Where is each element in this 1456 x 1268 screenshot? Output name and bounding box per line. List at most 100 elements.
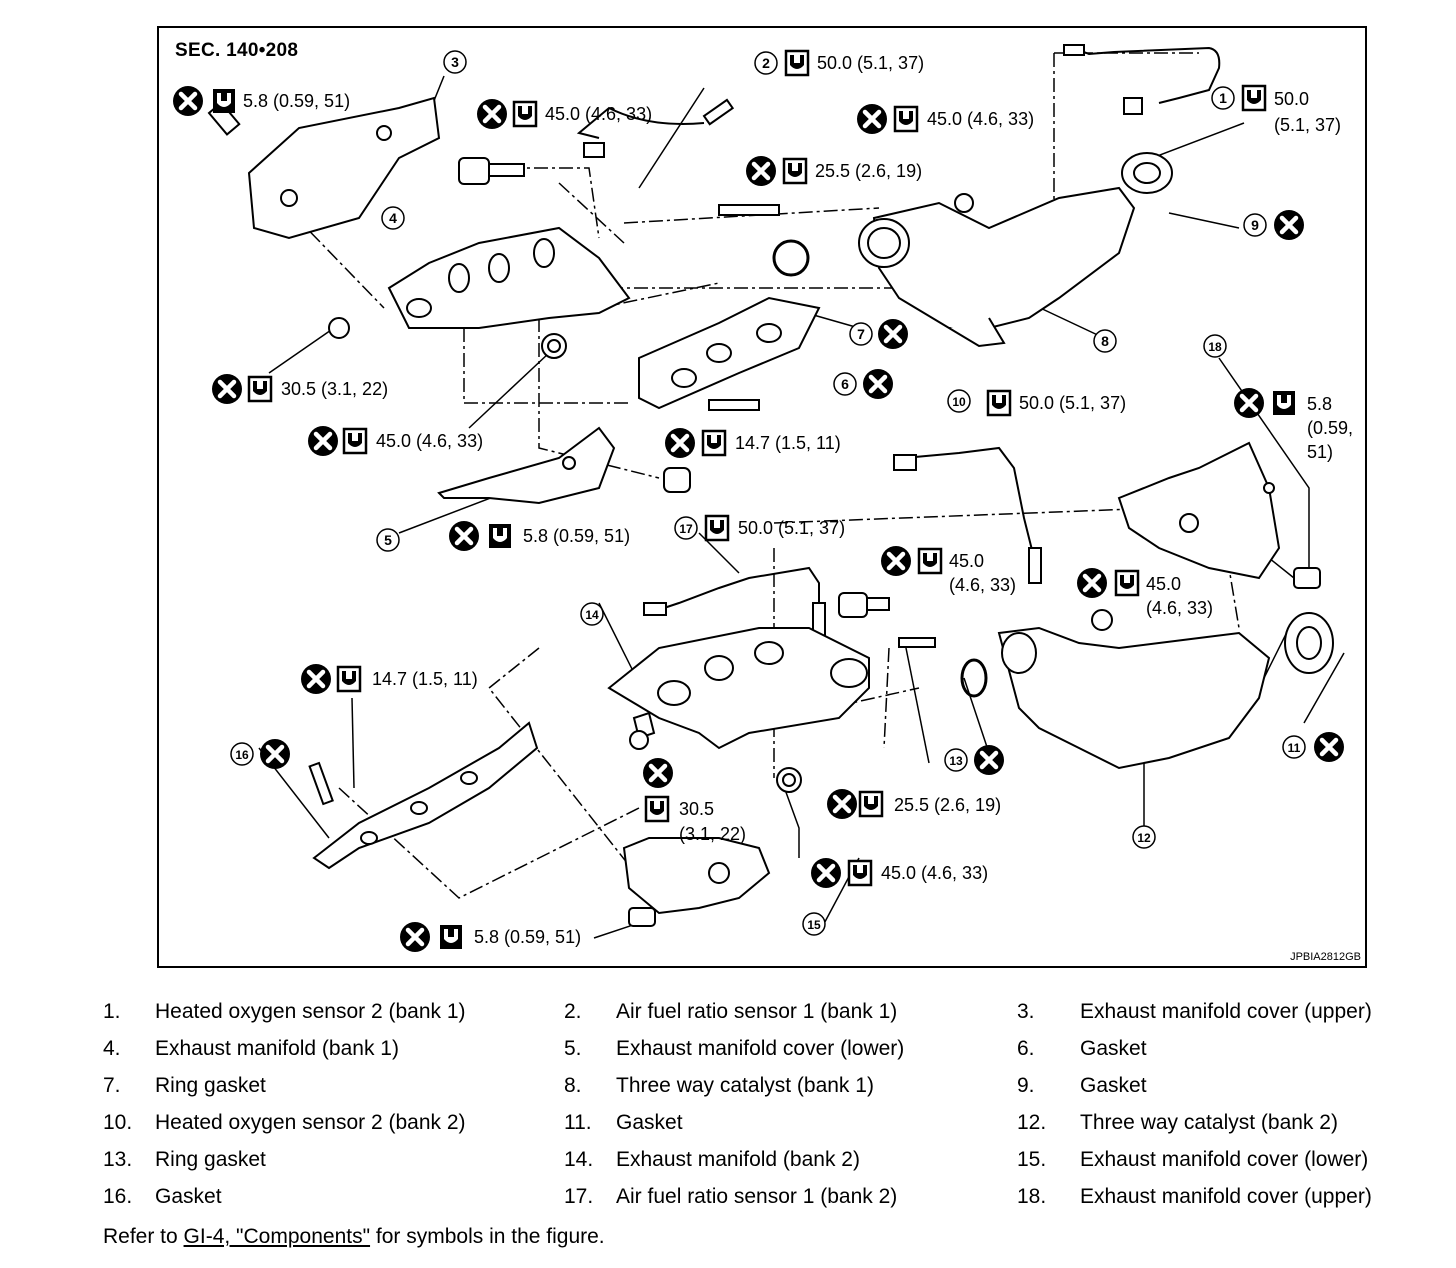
torque-label-18: 25.5 (2.6, 19): [894, 795, 1002, 815]
exhaust-diagram-frame: 3 4 2 1 9 7 8 6 18 10 5 17 14 16 13 11 1…: [157, 26, 1367, 968]
torque-label-11: 50.0 (5.1, 37): [1019, 393, 1127, 413]
callout-10: 10: [952, 395, 966, 409]
torque-label-16: 14.7 (1.5, 11): [372, 669, 478, 689]
legend-text: Exhaust manifold cover (upper): [1080, 1185, 1372, 1208]
legend-number: 4.: [103, 1037, 121, 1060]
legend-text: Exhaust manifold cover (lower): [616, 1037, 905, 1060]
sensor-2-body: [702, 98, 735, 126]
torque-label-7: 30.5 (3.1, 22): [281, 379, 389, 399]
legend-text: Exhaust manifold cover (upper): [1080, 1000, 1372, 1023]
torque-label-19: 45.0 (4.6, 33): [881, 863, 989, 883]
legend-number: 8.: [564, 1074, 582, 1097]
legend-number: 17.: [564, 1185, 594, 1208]
torque-label-1b: (5.1, 37): [1274, 115, 1342, 135]
legend-text: Three way catalyst (bank 2): [1080, 1111, 1338, 1134]
callout-18: 18: [1208, 340, 1222, 354]
figure-code: JPBIA2812GB: [1290, 951, 1361, 963]
callout-9: 9: [1251, 217, 1259, 233]
callout-5: 5: [384, 532, 392, 548]
torque-label-8: 45.0 (4.6, 33): [376, 431, 484, 451]
legend-number: 3.: [1017, 1000, 1035, 1023]
torque-label-15a: 45.0: [1146, 574, 1182, 594]
legend-number: 18.: [1017, 1185, 1047, 1208]
legend-text: Gasket: [616, 1111, 683, 1134]
manifold-cover-lower-bank2: [622, 837, 771, 915]
manifold-cover-upper-bank2: [1117, 441, 1281, 580]
callout-17: 17: [679, 522, 693, 536]
legend-text: Ring gasket: [155, 1074, 266, 1097]
torque-label-5: 45.0 (4.6, 33): [927, 109, 1035, 129]
callout-11: 11: [1288, 741, 1301, 755]
exhaust-diagram: 3 4 2 1 9 7 8 6 18 10 5 17 14 16 13 11 1…: [159, 44, 1365, 966]
legend-text: Gasket: [1080, 1037, 1147, 1060]
callout-15: 15: [807, 918, 821, 932]
legend-text: Exhaust manifold cover (lower): [1080, 1148, 1369, 1171]
legend-number: 14.: [564, 1148, 594, 1171]
note-suffix: for symbols in the figure.: [370, 1225, 605, 1248]
callout-numbers: 3 4 2 1 9 7 8 6 18 10 5 17 14 16 13 11 1…: [235, 54, 1300, 932]
callout-8: 8: [1101, 333, 1109, 349]
torque-label-1a: 50.0: [1274, 89, 1310, 109]
legend-number: 9.: [1017, 1074, 1035, 1097]
legend-number: 13.: [103, 1148, 133, 1171]
callout-7: 7: [857, 326, 865, 342]
torque-label-17a: 30.5: [679, 799, 715, 819]
legend-number: 10.: [103, 1111, 133, 1134]
torque-label-12c: 51): [1307, 442, 1334, 462]
legend-number: 15.: [1017, 1148, 1047, 1171]
legend-text: Heated oxygen sensor 2 (bank 1): [155, 1000, 466, 1023]
exhaust-manifold-bank2: [607, 627, 870, 750]
torque-label-2: 50.0 (5.1, 37): [817, 53, 925, 73]
three-way-catalyst-bank2: [997, 626, 1271, 770]
legend-number: 5.: [564, 1037, 582, 1060]
legend-text: Ring gasket: [155, 1148, 266, 1171]
callout-12: 12: [1137, 831, 1151, 845]
callout-13: 13: [949, 754, 963, 768]
legend-text: Air fuel ratio sensor 1 (bank 2): [616, 1185, 898, 1208]
legend-number: 2.: [564, 1000, 582, 1023]
torque-label-13: 50.0 (5.1, 37): [738, 518, 846, 538]
three-way-catalyst-bank1: [872, 186, 1136, 329]
sensor-1-body: [1063, 44, 1085, 56]
legend-text: Three way catalyst (bank 1): [616, 1074, 874, 1097]
legend-number: 6.: [1017, 1037, 1035, 1060]
legend-text: Exhaust manifold (bank 1): [155, 1037, 399, 1060]
callout-markers: [230, 50, 1306, 936]
sensor-1-connector: [1123, 97, 1143, 115]
legend-text: Gasket: [155, 1185, 222, 1208]
torque-label-10: 5.8 (0.59, 51): [523, 526, 631, 546]
legend-number: 1.: [103, 1000, 121, 1023]
legend-number: 16.: [103, 1185, 133, 1208]
callout-3: 3: [451, 54, 459, 70]
legend-text: Heated oxygen sensor 2 (bank 2): [155, 1111, 466, 1134]
sensor-17-connector: [643, 602, 667, 616]
callout-1: 1: [1219, 90, 1227, 106]
torque-label-3: 5.8 (0.59, 51): [243, 91, 351, 111]
sensor-2-connector: [583, 142, 605, 158]
legend-number: 12.: [1017, 1111, 1047, 1134]
torque-label-12b: (0.59,: [1307, 418, 1354, 438]
parts: [207, 44, 1334, 927]
components-link[interactable]: GI-4, "Components": [183, 1225, 371, 1248]
torque-label-4: 45.0 (4.6, 33): [545, 104, 653, 124]
manifold-cover-upper-bank1: [247, 96, 441, 240]
callout-4: 4: [389, 210, 397, 226]
torque-label-17b: (3.1, 22): [679, 824, 747, 844]
torque-label-14a: 45.0: [949, 551, 985, 571]
torque-label-9: 14.7 (1.5, 11): [735, 433, 841, 453]
torque-label-20: 5.8 (0.59, 51): [474, 927, 582, 947]
callout-14: 14: [585, 608, 599, 622]
torque-label-14b: (4.6, 33): [949, 575, 1017, 595]
manifold-cover-lower-bank1: [437, 426, 616, 505]
legend-number: 7.: [103, 1074, 121, 1097]
exhaust-manifold-bank1: [387, 226, 631, 329]
callout-16: 16: [235, 748, 249, 762]
sensor-10-connector: [893, 454, 917, 471]
callout-6: 6: [841, 376, 849, 392]
legend-text: Air fuel ratio sensor 1 (bank 1): [616, 1000, 898, 1023]
note-prefix: Refer to: [103, 1225, 184, 1248]
legend-number: 11.: [564, 1111, 592, 1134]
torque-label-12a: 5.8: [1307, 394, 1333, 414]
symbols-note: Refer to GI-4, "Components" for symbols …: [103, 1225, 605, 1249]
callout-2: 2: [762, 55, 770, 71]
